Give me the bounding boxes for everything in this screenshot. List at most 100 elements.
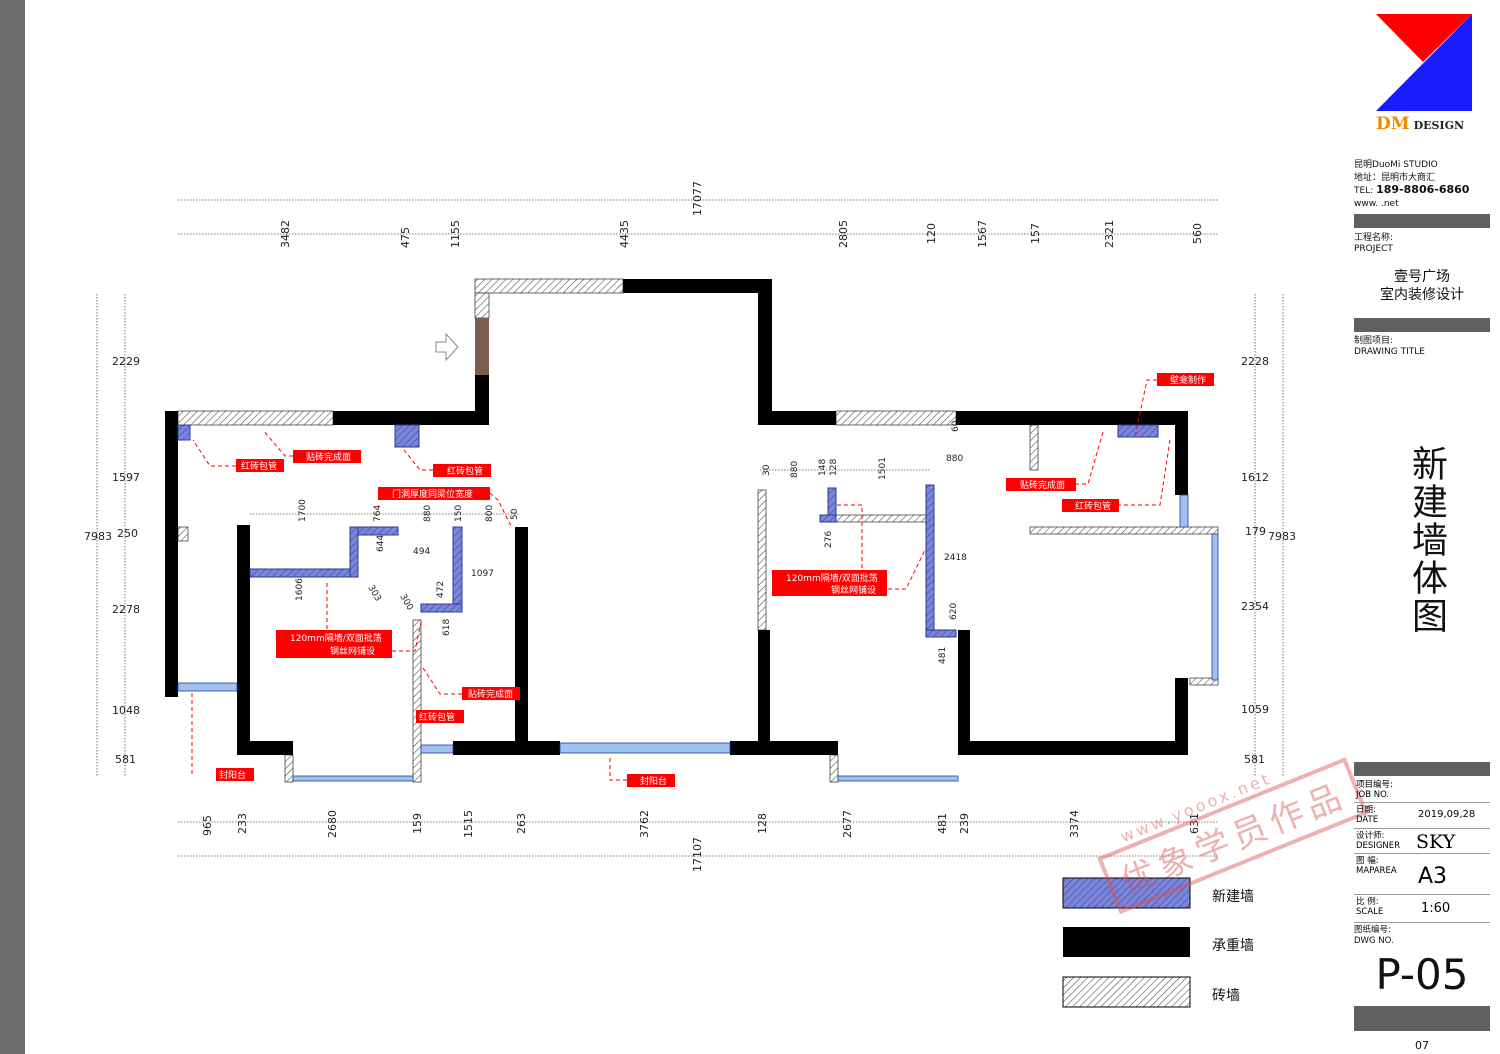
- svg-text:1606: 1606: [295, 578, 305, 601]
- svg-text:2321: 2321: [1103, 220, 1116, 248]
- left-margin-strip: [0, 0, 25, 1054]
- svg-text:644: 644: [376, 535, 386, 552]
- dimension-lines: [96, 199, 1284, 857]
- brown-column: [475, 318, 489, 375]
- svg-text:2278: 2278: [112, 603, 140, 616]
- svg-text:263: 263: [515, 813, 528, 834]
- dm-design-logo: [1376, 14, 1472, 111]
- annotation-leaders: [191, 379, 1171, 781]
- svg-text:30: 30: [762, 464, 772, 476]
- svg-text:880: 880: [946, 454, 963, 464]
- svg-text:276: 276: [824, 531, 834, 548]
- svg-text:封阳台: 封阳台: [219, 769, 246, 781]
- entry-arrow-icon: [435, 332, 459, 362]
- svg-text:481: 481: [938, 647, 948, 664]
- svg-text:钢丝网铺设: 钢丝网铺设: [330, 645, 375, 657]
- svg-text:红砖包管: 红砖包管: [1075, 500, 1111, 512]
- svg-text:3374: 3374: [1068, 810, 1081, 838]
- svg-text:贴砖完成面: 贴砖完成面: [306, 451, 351, 463]
- legend-swatch-brick-wall: [1062, 976, 1191, 1008]
- date-row: 日期:DATE 2019,09,28: [1354, 803, 1490, 829]
- svg-text:红砖包管: 红砖包管: [419, 711, 455, 723]
- svg-text:800: 800: [485, 505, 495, 522]
- svg-text:1501: 1501: [878, 457, 888, 480]
- svg-text:红砖包管: 红砖包管: [241, 460, 277, 472]
- bearing-walls: [165, 279, 1188, 755]
- svg-text:1700: 1700: [298, 499, 308, 522]
- svg-text:880: 880: [790, 461, 800, 478]
- svg-text:1155: 1155: [449, 220, 462, 248]
- project-label: 工程名称:PROJECT: [1354, 233, 1394, 254]
- svg-text:3482: 3482: [279, 220, 292, 248]
- svg-text:631: 631: [1188, 813, 1201, 834]
- scale-value: 1:60: [1421, 901, 1451, 916]
- svg-text:17107: 17107: [691, 837, 704, 872]
- svg-text:钢丝网铺设: 钢丝网铺设: [831, 584, 876, 596]
- svg-text:159: 159: [411, 813, 424, 834]
- svg-text:157: 157: [1029, 223, 1042, 244]
- svg-text:贴砖完成面: 贴砖完成面: [468, 688, 513, 700]
- svg-text:300: 300: [397, 593, 414, 613]
- svg-text:1048: 1048: [112, 704, 140, 717]
- svg-text:965: 965: [201, 815, 214, 836]
- date-value: 2019,09,28: [1418, 809, 1476, 820]
- svg-text:148: 148: [818, 459, 828, 476]
- scale-row: 比 例:SCALE 1:60: [1354, 895, 1490, 923]
- maparea-value: A3: [1418, 864, 1448, 889]
- new-walls: [177, 424, 1159, 638]
- svg-text:764: 764: [373, 505, 383, 522]
- tel-number: 189-8806-6860: [1376, 183, 1470, 196]
- svg-text:1097: 1097: [471, 569, 494, 579]
- svg-text:2228: 2228: [1241, 355, 1269, 368]
- svg-text:1567: 1567: [976, 220, 989, 248]
- svg-text:60: 60: [951, 420, 961, 432]
- svg-text:880: 880: [423, 505, 433, 522]
- svg-text:120mm隔墙/双面批荡: 120mm隔墙/双面批荡: [290, 632, 382, 644]
- svg-text:壁龛制作: 壁龛制作: [1170, 374, 1206, 386]
- legend-label-brick-wall: 砖墙: [1212, 988, 1240, 1004]
- svg-text:239: 239: [958, 813, 971, 834]
- svg-text:150: 150: [454, 505, 464, 522]
- drawing-title-label: 制图项目:DRAWING TITLE: [1354, 336, 1425, 357]
- dwg-no-label: 图纸编号:DWG NO.: [1354, 925, 1394, 946]
- svg-text:1612: 1612: [1241, 471, 1269, 484]
- svg-text:7983: 7983: [84, 530, 112, 543]
- legend-swatch-bearing-wall: [1063, 927, 1190, 957]
- annotations: 红砖包管 贴砖完成面 红砖包管 门洞厚度同梁位宽度 120mm隔墙/双面批荡 钢…: [216, 373, 1214, 787]
- svg-text:红砖包管: 红砖包管: [447, 465, 483, 477]
- svg-text:120mm隔墙/双面批荡: 120mm隔墙/双面批荡: [786, 572, 878, 584]
- designer-row: 设计师:DESIGNER SKY: [1354, 829, 1490, 854]
- svg-text:481: 481: [936, 813, 949, 834]
- svg-text:门洞厚度同梁位宽度: 门洞厚度同梁位宽度: [392, 488, 473, 500]
- svg-text:233: 233: [236, 813, 249, 834]
- tel-label: TEL:: [1354, 186, 1374, 196]
- svg-text:1515: 1515: [462, 810, 475, 838]
- svg-text:7983: 7983: [1268, 530, 1296, 543]
- svg-text:128: 128: [829, 459, 839, 476]
- svg-text:1059: 1059: [1241, 703, 1269, 716]
- svg-text:303: 303: [365, 584, 382, 604]
- page-number: 07: [1415, 1039, 1429, 1052]
- studio-info: 昆明DuoMi STUDIO 地址：昆明市大商汇 TEL: 189-8806-6…: [1354, 159, 1490, 210]
- title-block-bar: [1354, 318, 1490, 332]
- svg-text:2354: 2354: [1241, 600, 1269, 613]
- svg-text:581: 581: [1244, 753, 1265, 766]
- title-block-bar: [1354, 1006, 1490, 1031]
- windows: [177, 494, 1219, 782]
- svg-text:4435: 4435: [618, 220, 631, 248]
- svg-text:250: 250: [117, 527, 138, 540]
- svg-text:472: 472: [436, 581, 446, 598]
- brick-walls: [177, 278, 1219, 783]
- svg-text:494: 494: [413, 547, 430, 557]
- studio-address: 地址：昆明市大商汇: [1354, 172, 1436, 183]
- svg-text:618: 618: [442, 619, 452, 636]
- svg-text:封阳台: 封阳台: [640, 775, 667, 787]
- legend-label-new-wall: 新建墙: [1212, 889, 1254, 905]
- legend-label-bearing-wall: 承重墙: [1212, 938, 1254, 954]
- svg-text:475: 475: [399, 227, 412, 248]
- svg-text:179: 179: [1245, 525, 1266, 538]
- designer-value: SKY: [1416, 831, 1456, 853]
- svg-text:581: 581: [115, 753, 136, 766]
- svg-text:贴砖完成面: 贴砖完成面: [1020, 479, 1065, 491]
